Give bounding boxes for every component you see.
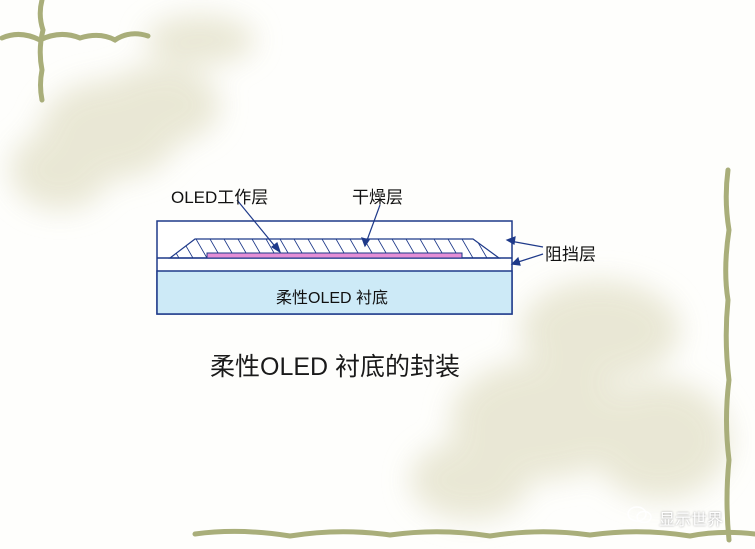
figure-caption: 柔性OLED 衬底的封装	[210, 353, 461, 381]
desiccant-label: 干燥层	[352, 188, 403, 207]
watermark: 显示世界	[627, 505, 723, 530]
substrate-label: 柔性OLED 衬底	[276, 290, 389, 307]
watermark-text: 显示世界	[659, 511, 724, 529]
oled-layer-label: OLED工作层	[171, 188, 269, 207]
barrier-label: 阻挡层	[545, 245, 596, 264]
substrate-layer	[156, 270, 513, 315]
oled-working-layer	[206, 252, 463, 259]
wechat-icon	[627, 505, 653, 530]
